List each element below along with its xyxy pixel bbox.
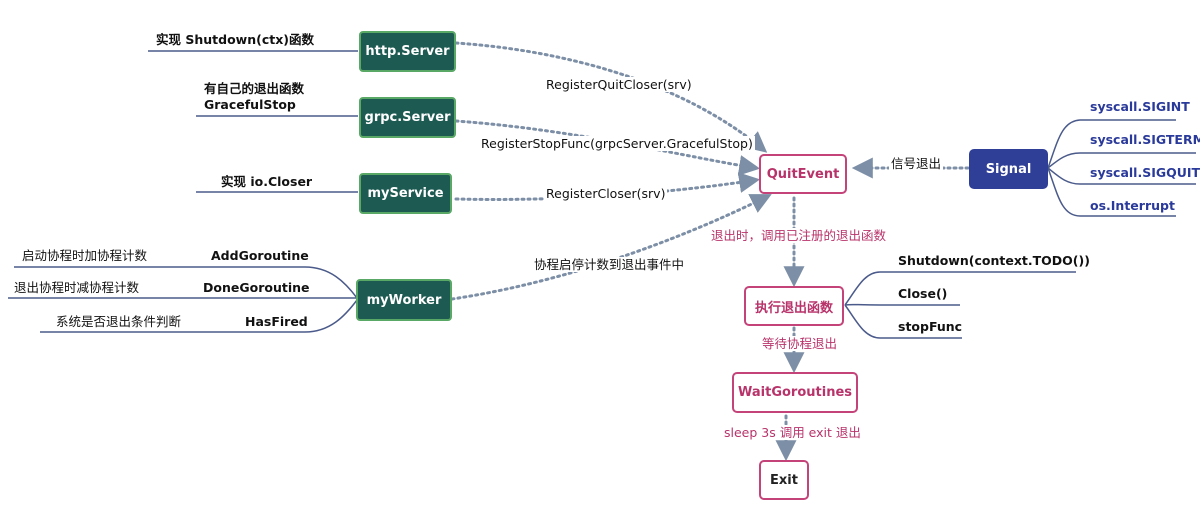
my-worker-node: myWorker (356, 279, 452, 321)
grpc-server-node: grpc.Server (359, 97, 456, 138)
worker-item-method: HasFired (245, 314, 308, 329)
http-server-node: http.Server (359, 31, 456, 72)
dotted-arrows (450, 41, 970, 462)
my-service-note: 实现 io.Closer (221, 174, 313, 189)
edge-label-service: RegisterCloser(srv) (544, 186, 668, 201)
edge-label-grpc: RegisterStopFunc(grpcServer.GracefulStop… (479, 136, 755, 151)
edge-worker (450, 194, 772, 301)
edge-label-signal: 信号退出 (889, 156, 944, 171)
exit-node: Exit (759, 460, 809, 500)
grpc-server-note-1: 有自己的退出函数 (204, 81, 305, 96)
worker-item-method: DoneGoroutine (203, 280, 310, 295)
signal-tree-2 (1047, 152, 1196, 169)
signal-tree-1 (1047, 119, 1176, 169)
edge-label-quit-to-exec: 退出时，调用已注册的退出函数 (709, 228, 889, 243)
signal-item: syscall.SIGINT (1090, 99, 1190, 114)
wait-goroutines-node: WaitGoroutines (732, 372, 858, 413)
quit-func-item: Close() (898, 286, 948, 301)
edge-label-worker: 协程启停计数到退出事件中 (532, 257, 687, 272)
exec-tree-3 (844, 304, 962, 339)
quit-func-item: stopFunc (898, 319, 963, 334)
worker-item-desc: 退出协程时减协程计数 (14, 280, 140, 295)
edge-label-exec-to-wait: 等待协程退出 (760, 336, 840, 351)
exec-quit-node: 执行退出函数 (744, 286, 844, 326)
exec-tree-1 (844, 271, 1076, 306)
worker-item-method: AddGoroutine (211, 248, 309, 263)
quit-event-node: QuitEvent (759, 154, 847, 194)
signal-node: Signal (969, 149, 1048, 189)
signal-item: syscall.SIGQUIT (1090, 165, 1200, 180)
edge-http (454, 41, 768, 153)
http-server-note: 实现 Shutdown(ctx)函数 (156, 32, 314, 47)
signal-tree-4 (1047, 167, 1176, 217)
edge-service (454, 172, 761, 201)
worker-item-desc: 系统是否退出条件判断 (56, 314, 182, 329)
worker-tree-fired (40, 299, 358, 333)
tree-lines (8, 50, 1196, 339)
my-service-node: myService (359, 173, 452, 214)
signal-tree-3 (1047, 167, 1196, 185)
worker-item-desc: 启动协程时加协程计数 (22, 248, 148, 263)
edge-label-http: RegisterQuitCloser(srv) (544, 77, 694, 92)
signal-item: os.Interrupt (1090, 198, 1175, 213)
grpc-server-note-2: GracefulStop (204, 97, 296, 112)
edge-label-wait-to-exit: sleep 3s 调用 exit 退出 (722, 425, 863, 440)
worker-tree-add (14, 266, 358, 299)
signal-item: syscall.SIGTERM (1090, 132, 1200, 147)
quit-func-item: Shutdown(context.TODO()) (898, 253, 1090, 268)
